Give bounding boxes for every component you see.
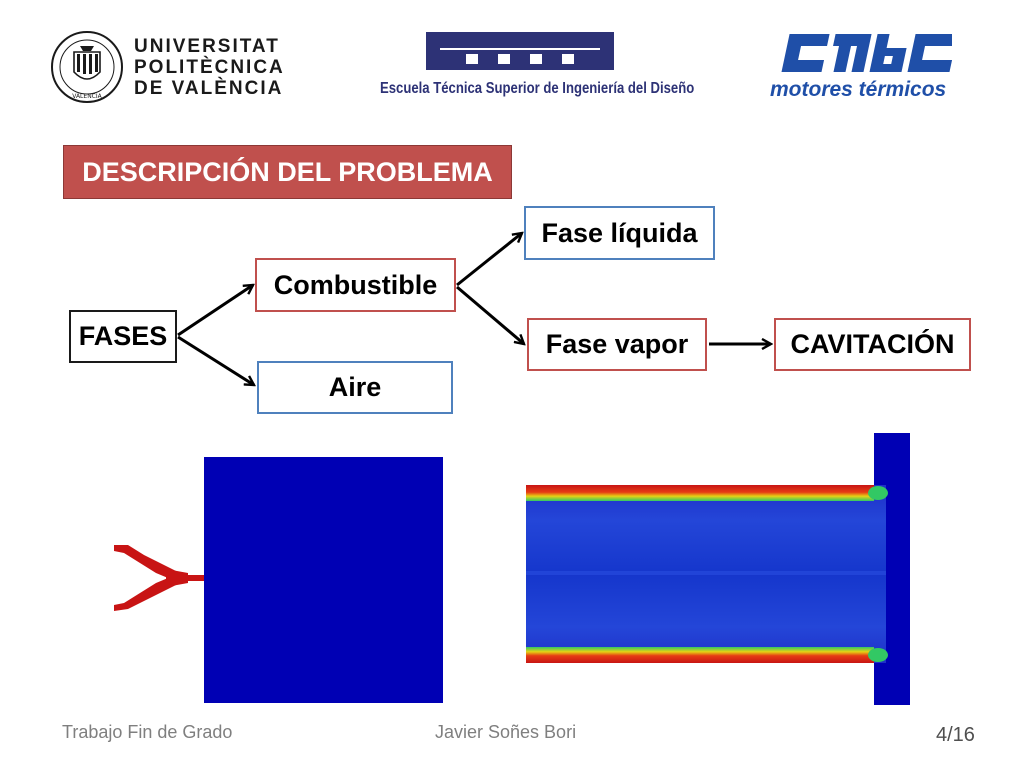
node-fase-liquida: Fase líquida (524, 206, 715, 260)
node-fase-vapor: Fase vapor (527, 318, 707, 371)
slide-title: DESCRIPCIÓN DEL PROBLEMA (63, 145, 512, 199)
node-aire: Aire (257, 361, 453, 414)
node-fases: FASES (69, 310, 177, 363)
node-combustible: Combustible (255, 258, 456, 312)
arrow-combustible-vapor (456, 285, 524, 344)
svg-text:VALENCIA: VALENCIA (72, 93, 102, 100)
etsid-logo: Escuela Técnica Superior de Ingeniería d… (380, 32, 694, 102)
cmt-mark-icon (781, 34, 952, 72)
cmt-name: motores térmicos (770, 78, 947, 101)
nozzle-cavitation-image (526, 433, 910, 705)
footer-project-type: Trabajo Fin de Grado (62, 722, 233, 742)
page-number: 4/16 (936, 724, 975, 746)
node-cavitacion: CAVITACIÓN (774, 318, 971, 371)
upv-seal-icon: VALENCIA (51, 31, 123, 103)
upv-name-line3: DE VALÈNCIA (134, 78, 284, 99)
arrow-combustible-liquida (456, 233, 522, 287)
upv-name: UNIVERSITAT POLITÈCNICA DE VALÈNCIA (134, 36, 285, 99)
etsid-name: Escuela Técnica Superior de Ingeniería d… (380, 80, 695, 97)
upv-name-line2: POLITÈCNICA (134, 57, 285, 78)
etsid-mark-icon (426, 32, 614, 70)
upv-logo: VALENCIA UNIVERSITAT POLITÈCNICA DE VALÈ… (50, 30, 283, 106)
footer-author: Javier Soñes Bori (435, 722, 577, 742)
cmt-logo: motores térmicos (770, 32, 960, 104)
spray-simulation-image (114, 457, 443, 703)
arrow-fases-combustible (177, 285, 253, 337)
upv-name-line1: UNIVERSITAT (134, 36, 280, 57)
arrow-fases-aire (177, 335, 254, 385)
